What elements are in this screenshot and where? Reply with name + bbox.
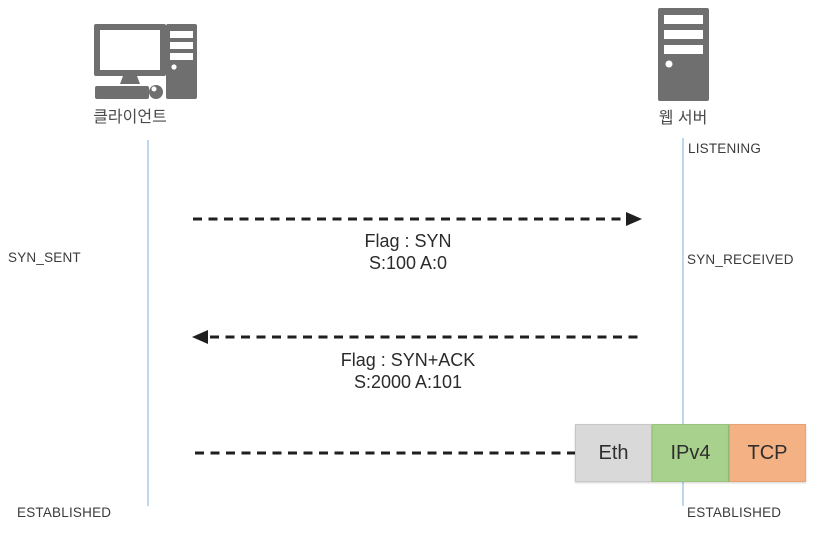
client-state-established: ESTABLISHED [17, 505, 112, 520]
packet-layer-ipv4: IPv4 [652, 424, 729, 482]
syn-ack-arrow [190, 327, 646, 347]
syn-seq-ack-text: S:100 A:0 [368, 253, 448, 273]
client-lifeline [147, 140, 149, 506]
syn-ack-seq-ack-text: S:2000 A:101 [353, 372, 463, 392]
client-computer-icon [90, 20, 202, 102]
syn-ack-message: Flag : SYN+ACK S:2000 A:101 [288, 349, 528, 393]
ack-packet-line [190, 443, 582, 463]
server-state-syn-received: SYN_RECEIVED [687, 252, 794, 267]
syn-arrow [190, 209, 646, 229]
packet-layer-tcp: TCP [729, 424, 806, 482]
server-state-listening: LISTENING [688, 141, 762, 156]
syn-flag-text: Flag : SYN [364, 231, 452, 251]
server-icon [655, 6, 715, 104]
server-state-established: ESTABLISHED [687, 505, 782, 520]
packet-layers: Eth IPv4 TCP [575, 424, 806, 482]
packet-layer-eth: Eth [575, 424, 652, 482]
client-label: 클라이언트 [93, 109, 167, 126]
syn-message: Flag : SYN S:100 A:0 [288, 230, 528, 274]
server-lifeline [682, 138, 684, 506]
client-state-syn-sent: SYN_SENT [8, 250, 81, 265]
server-label: 웹 서버 [658, 110, 708, 127]
syn-ack-flag-text: Flag : SYN+ACK [340, 350, 476, 370]
